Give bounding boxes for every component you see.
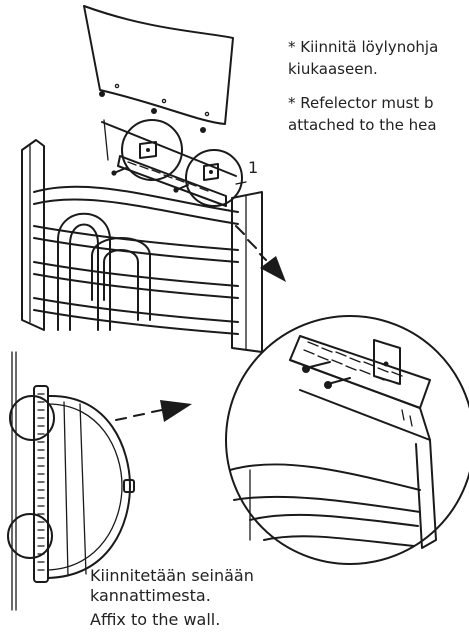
note-fi-line1: * Kiinnitä löylynohja — [288, 38, 439, 56]
reflector-plate — [83, 5, 234, 133]
note-fi-line2: kiukaaseen. — [288, 60, 378, 78]
callout-number: 1 — [248, 158, 259, 177]
dashed-arrow-detail — [115, 400, 192, 422]
caption-fi-line1: Kiinnitetään seinään — [90, 566, 254, 585]
note-en-line2: attached to the hea — [288, 116, 437, 134]
heater-body — [21, 119, 263, 353]
wall-side-view — [7, 351, 135, 611]
screw-icon — [302, 361, 351, 389]
detail-circle — [225, 315, 469, 565]
note-en-line1: * Refelector must b — [288, 94, 434, 112]
caption-fi-line2: kannattimesta. — [90, 586, 211, 605]
caption-en: Affix to the wall. — [90, 610, 221, 629]
dashed-arrow-right — [235, 225, 286, 282]
